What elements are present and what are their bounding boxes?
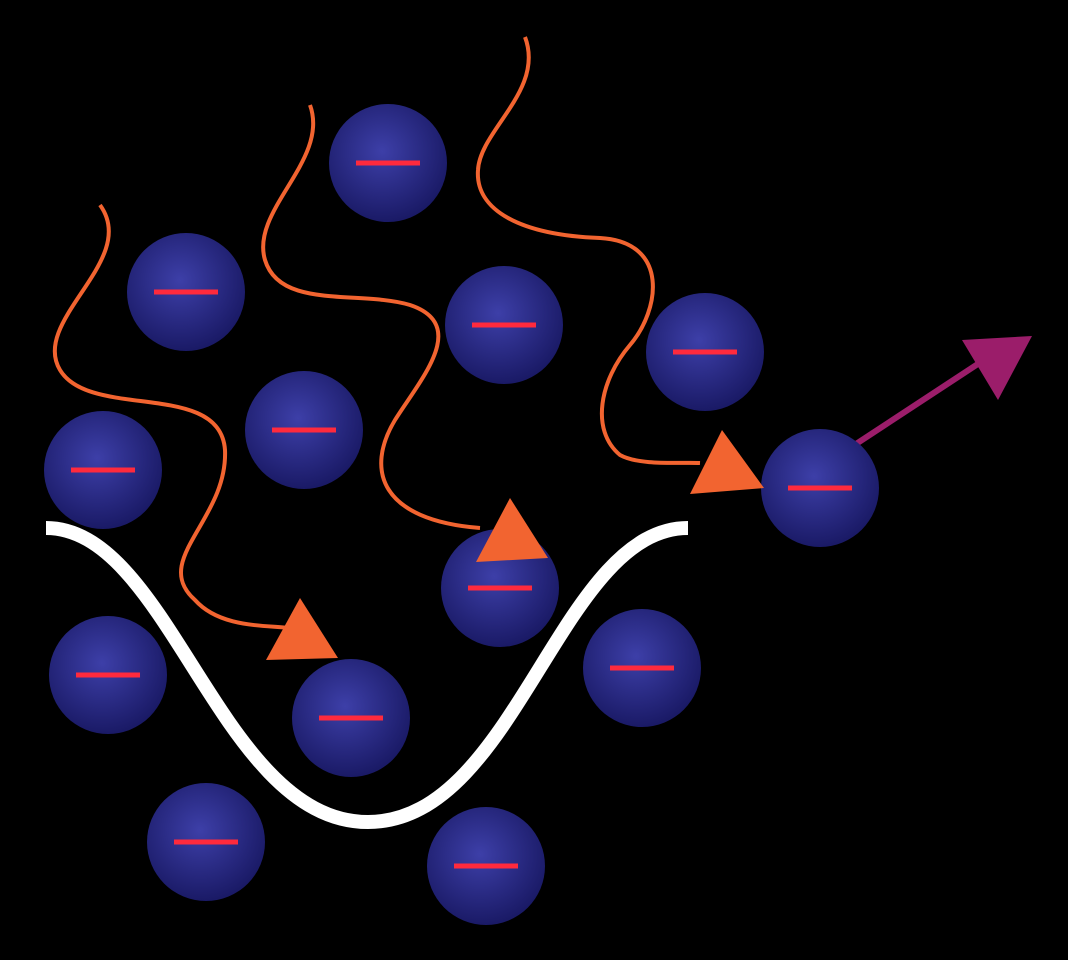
electron	[49, 616, 167, 734]
minus-charge-icon	[788, 485, 852, 491]
minus-charge-icon	[454, 863, 518, 869]
electron	[127, 233, 245, 351]
photon-wave-3	[475, 36, 764, 494]
minus-charge-icon	[610, 665, 674, 671]
photon-wave-1	[52, 203, 338, 660]
minus-charge-icon	[71, 467, 135, 473]
minus-charge-icon	[319, 715, 383, 721]
electron	[427, 807, 545, 925]
electron	[646, 293, 764, 411]
minus-charge-icon	[468, 585, 532, 591]
electron	[761, 429, 879, 547]
minus-charge-icon	[154, 289, 218, 295]
electron	[445, 266, 563, 384]
minus-charge-icon	[174, 839, 238, 845]
electron	[44, 411, 162, 529]
electron	[292, 659, 410, 777]
photon-wave-2	[261, 104, 548, 562]
electron	[245, 371, 363, 489]
potential-well-curve	[45, 521, 689, 830]
electron-group	[44, 104, 879, 925]
minus-charge-icon	[76, 672, 140, 678]
minus-charge-icon	[356, 160, 420, 166]
ejected-electron-arrow	[854, 336, 1032, 447]
electron	[147, 783, 265, 901]
minus-charge-icon	[472, 322, 536, 328]
minus-charge-icon	[673, 349, 737, 355]
electron	[583, 609, 701, 727]
electron	[329, 104, 447, 222]
minus-charge-icon	[272, 427, 336, 433]
